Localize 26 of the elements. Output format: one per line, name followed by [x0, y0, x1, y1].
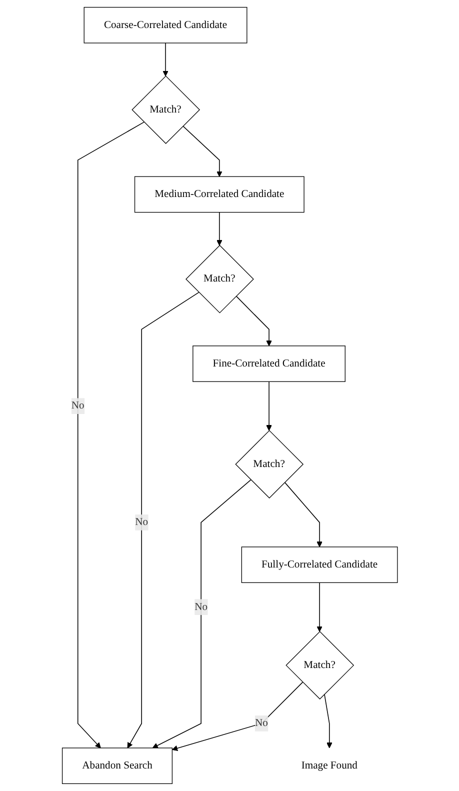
- arrow: [152, 479, 251, 748]
- arrow: [235, 296, 272, 346]
- node-box: Coarse-Correlated Candidate: [83, 6, 247, 44]
- node-box: Abandon Search: [62, 748, 172, 784]
- node-diamond: Match?: [131, 76, 200, 144]
- arrow: [77, 122, 144, 748]
- arrow: [266, 381, 272, 431]
- edge-label: No: [134, 516, 148, 528]
- arrow: [126, 292, 199, 748]
- arrow: [216, 212, 222, 246]
- node-diamond: Match?: [285, 631, 354, 700]
- edge-label: No: [254, 718, 268, 729]
- node-text: Image Found: [300, 760, 358, 772]
- arrow: [162, 42, 168, 76]
- node-diamond: Match?: [185, 244, 254, 314]
- edge-label: No: [194, 601, 208, 612]
- edge-label: No: [71, 400, 84, 412]
- arrow: [324, 694, 332, 748]
- node-box: Medium-Correlated Candidate: [134, 176, 304, 213]
- arrow: [316, 582, 322, 632]
- node-diamond: Match?: [234, 430, 304, 498]
- arrow: [182, 126, 222, 177]
- node-box: Fine-Correlated Candidate: [192, 346, 346, 382]
- arrow: [172, 682, 303, 752]
- arrow: [284, 482, 322, 548]
- node-box: Fully-Correlated Candidate: [240, 546, 398, 583]
